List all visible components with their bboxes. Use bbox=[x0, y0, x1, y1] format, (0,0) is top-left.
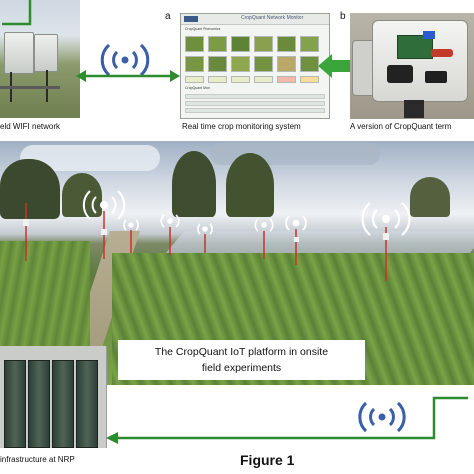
monitor-row bbox=[185, 101, 325, 106]
dashboard-caption: Real time crop monitoring system bbox=[182, 122, 301, 131]
crop-image-tile bbox=[208, 56, 227, 72]
dashboard-section-label: CropQuant Mon bbox=[185, 86, 210, 90]
tree bbox=[226, 153, 274, 217]
status-cell bbox=[208, 76, 227, 83]
field-caption-box: The CropQuant IoT platform in onsite fie… bbox=[118, 340, 365, 380]
double-arrow-icon bbox=[76, 70, 180, 82]
crop-image-tile bbox=[300, 36, 319, 52]
wifi-signal-icon bbox=[82, 190, 126, 220]
crop-image-tile bbox=[277, 36, 296, 52]
power-module bbox=[425, 71, 447, 83]
status-cell bbox=[231, 76, 250, 83]
crop-image-tile bbox=[185, 36, 204, 52]
dashboard-header: CropQuant Network Monitor bbox=[181, 14, 329, 25]
server-rack bbox=[76, 360, 98, 448]
wifi-signal-icon bbox=[123, 219, 139, 231]
wifi-signal-icon bbox=[358, 401, 406, 433]
dashboard-logo bbox=[184, 16, 198, 22]
figure-title: Figure 1 bbox=[240, 452, 295, 468]
crop-image-tile bbox=[300, 56, 319, 72]
terminal-enclosure bbox=[372, 20, 468, 102]
circuit-board bbox=[397, 35, 433, 59]
monitor-row bbox=[185, 108, 325, 113]
enclosure-box bbox=[4, 32, 34, 74]
server-rack bbox=[28, 360, 50, 448]
crop-image-tile bbox=[231, 36, 250, 52]
server-link-arrow bbox=[106, 396, 468, 444]
crop-image-tile bbox=[185, 56, 204, 72]
tree bbox=[62, 173, 102, 217]
field-caption-line-2: field experiments bbox=[201, 362, 282, 374]
panel-letter-b: b bbox=[340, 11, 346, 22]
field-wifi-photo bbox=[0, 0, 80, 118]
tree bbox=[0, 159, 60, 219]
battery-module bbox=[423, 31, 435, 39]
field-wifi-caption: eld WIFI network bbox=[0, 122, 61, 131]
enclosure-box bbox=[34, 34, 58, 72]
server-rack bbox=[52, 360, 74, 448]
cable-bundle bbox=[431, 49, 453, 57]
crop-image-tile bbox=[231, 56, 250, 72]
server-infrastructure-photo bbox=[0, 346, 107, 448]
block-arrow-icon bbox=[318, 54, 354, 78]
status-cell bbox=[277, 76, 296, 83]
status-cell bbox=[254, 76, 273, 83]
wifi-signal-icon bbox=[254, 218, 274, 232]
server-rack bbox=[4, 360, 26, 448]
panel-letter-a: a bbox=[165, 11, 171, 22]
server-caption: infrastructure at NRP bbox=[0, 455, 75, 464]
status-cell bbox=[185, 76, 204, 83]
crop-image-tile bbox=[254, 36, 273, 52]
mount-bracket bbox=[404, 100, 424, 118]
monitor-row bbox=[185, 94, 325, 99]
wifi-signal-icon bbox=[285, 215, 307, 231]
top-left-link-line bbox=[2, 0, 32, 26]
crop-image-tile bbox=[277, 56, 296, 72]
wifi-signal-icon bbox=[100, 43, 150, 77]
wifi-signal-icon bbox=[361, 202, 411, 236]
tree bbox=[410, 177, 450, 217]
wifi-signal-icon bbox=[197, 223, 213, 235]
tree bbox=[172, 151, 216, 217]
field-caption-line-1: The CropQuant IoT platform in onsite bbox=[154, 346, 329, 358]
terminal-caption: A version of CropQuant term bbox=[350, 122, 452, 131]
camera-module bbox=[387, 65, 413, 83]
dashboard-title: CropQuant Network Monitor bbox=[241, 15, 304, 21]
wifi-signal-icon bbox=[160, 214, 180, 228]
mount-rail bbox=[0, 86, 60, 89]
dashboard-section-label: CropQuant Phenomics bbox=[185, 27, 221, 31]
status-cell bbox=[300, 76, 319, 83]
crop-image-tile bbox=[208, 36, 227, 52]
sensor-nodes bbox=[23, 190, 411, 281]
dashboard-screenshot: CropQuant Network Monitor CropQuant Phen… bbox=[180, 13, 330, 119]
crop-image-tile bbox=[254, 56, 273, 72]
